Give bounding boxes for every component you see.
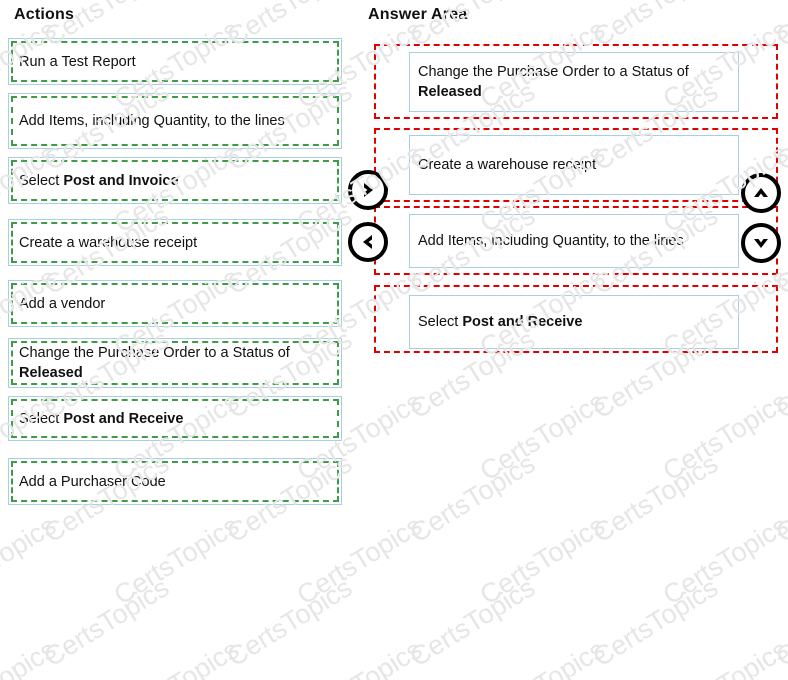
watermark-text: CertsTopics (770, 572, 788, 673)
answer-tile[interactable]: Change the Purchase Order to a Status of… (409, 52, 739, 112)
answer-tile-label: Add Items, including Quantity, to the li… (418, 233, 684, 249)
watermark-text: CertsTopics (404, 572, 541, 673)
watermark-text: CertsTopics (0, 510, 62, 611)
action-tile-label: Add a vendor (19, 295, 106, 312)
action-tile[interactable]: Add Items, including Quantity, to the li… (8, 93, 342, 149)
action-tile[interactable]: Run a Test Report (8, 38, 342, 85)
move-up-button[interactable] (741, 173, 781, 213)
watermark-text: CertsTopics (657, 510, 788, 611)
answer-tile[interactable]: Select Post and Receive (409, 295, 739, 349)
action-tile-label: Select Post and Receive (19, 410, 184, 427)
chevron-up-icon (751, 183, 771, 203)
actions-heading: Actions (14, 6, 75, 23)
action-tile[interactable]: Add a vendor (8, 280, 342, 327)
action-tile-label: Change the Purchase Order to a Status of… (19, 345, 290, 381)
answer-drop-zone[interactable] (374, 285, 778, 353)
answer-tile[interactable]: Add Items, including Quantity, to the li… (409, 214, 739, 268)
answer-tile-label: Create a warehouse receipt (418, 157, 597, 173)
answer-tile-label: Change the Purchase Order to a Status of… (418, 64, 689, 100)
watermark-text: CertsTopics (291, 510, 428, 611)
action-tile-label: Add Items, including Quantity, to the li… (19, 113, 285, 129)
answer-drop-zone[interactable] (374, 128, 778, 202)
answer-tile-label: Select Post and Receive (418, 314, 583, 330)
chevron-right-icon (358, 180, 378, 200)
answer-tile[interactable]: Create a warehouse receipt (409, 135, 739, 195)
answer-area-heading: Answer Area (368, 6, 468, 23)
answer-drop-zone[interactable] (374, 44, 778, 119)
watermark-text: CertsTopics (649, 621, 788, 680)
move-down-button[interactable] (741, 223, 781, 263)
watermark-text: CertsTopics (100, 621, 252, 680)
watermark-text: CertsTopics (587, 572, 724, 673)
action-tile-label: Create a warehouse receipt (19, 234, 198, 251)
action-tile[interactable]: Change the Purchase Order to a Status of… (8, 338, 342, 388)
action-tile[interactable]: Create a warehouse receipt (8, 219, 342, 266)
chevron-down-icon (751, 233, 771, 253)
move-left-button[interactable] (348, 222, 388, 262)
action-tile-label: Select Post and Invoice (19, 172, 179, 189)
action-tile[interactable]: Add a Purchaser Code (8, 458, 342, 505)
chevron-left-icon (358, 232, 378, 252)
watermark-text: CertsTopics (38, 572, 175, 673)
watermark-text: CertsTopics (108, 510, 245, 611)
action-tile-label: Add a Purchaser Code (19, 473, 166, 490)
watermark-text: CertsTopics (283, 621, 435, 680)
action-tile[interactable]: Select Post and Receive (8, 396, 342, 441)
watermark-text: CertsTopics (221, 572, 358, 673)
action-tile[interactable]: Select Post and Invoice (8, 157, 342, 204)
watermark-text: CertsTopics (474, 510, 611, 611)
move-right-button[interactable] (348, 170, 388, 210)
watermark-text: CertsTopics (466, 621, 618, 680)
watermark-text: CertsTopics (0, 621, 70, 680)
action-tile-label: Run a Test Report (19, 53, 136, 70)
